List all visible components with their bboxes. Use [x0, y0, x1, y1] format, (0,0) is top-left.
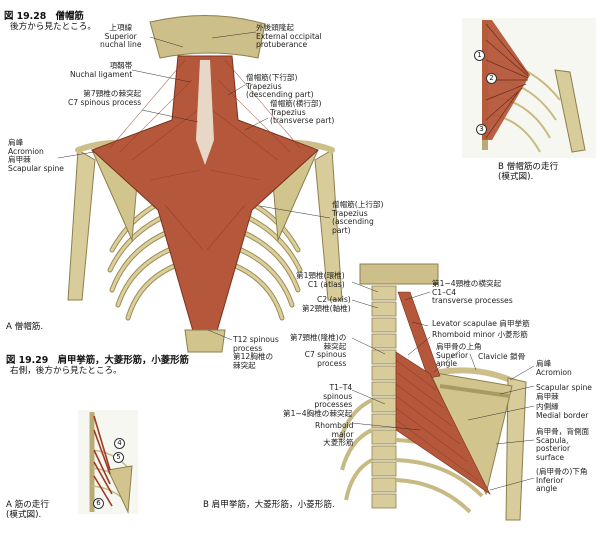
label-c7-spinous-28: 第7頸椎の棘突起 C7 spinous process [68, 89, 142, 107]
label-scapular-spine: Scapular spine 肩甲棘 [536, 383, 592, 401]
label-superior-nuchal-line: 上項線 Superior nuchal line [100, 23, 142, 50]
left-humerus [67, 149, 96, 301]
fig29-title: 図 19.29 肩甲挙筋，大菱形筋，小菱形筋 [6, 355, 189, 366]
fig28-title: 図 19.28 僧帽筋 [4, 11, 84, 22]
label-c1-atlas: 第1頸椎(環椎) C1 (atlas) [296, 271, 345, 289]
marker-4: 4 [114, 438, 125, 449]
nuchal-aponeurosis [196, 60, 214, 165]
marker-5: 5 [113, 452, 124, 463]
label-inferior-angle: (肩甲骨の)下角 Inferior angle [536, 467, 588, 494]
label-scapula-posterior-surface: 肩甲骨，背側面 Scapula, posterior surface [536, 427, 590, 462]
label-clavicle: Clavicle 鎖骨 [478, 352, 526, 361]
label-levator-scapulae: Levator scapulae 肩甲挙筋 [432, 319, 530, 328]
label-acromion-28: 肩峰 Acromion 肩甲棘 Scapular spine [8, 138, 64, 173]
label-c1c4-transverse: 第1~4頸椎の横突起 C1–C4 transverse processes [432, 279, 513, 306]
label-trapezius-ascending: 僧帽筋(上行部) Trapezius (ascending part) [332, 200, 384, 235]
fig28-panel-a-caption: A 僧帽筋. [6, 322, 44, 332]
fig29-panel-b-caption: B 肩甲挙筋，大菱形筋，小菱形筋. [203, 500, 335, 510]
fig28-panel-b-caption: B 僧帽筋の走行 (模式図). [498, 162, 559, 182]
label-nuchal-ligament: 項靱帯 Nuchal ligament [70, 61, 133, 79]
label-c7-spinous-29: 第7頸椎(隆椎)の 棘突起 C7 spinous process [290, 333, 347, 368]
right-humerus [314, 149, 343, 301]
label-t12-spinous: T12 spinous process 第12胸椎の 棘突起 [233, 335, 279, 370]
label-superior-angle: 肩甲骨の上角 Superior angle [436, 342, 482, 369]
label-external-occipital-protuberance: 外後頭隆起 External occipital protuberance [256, 23, 322, 50]
label-c2-axis: C2 (axis) 第2頸椎(軸椎) [302, 295, 351, 313]
label-acromion-29: 肩峰 Acromion [536, 359, 572, 377]
marker-6: 6 [93, 498, 104, 509]
fig29-subtitle: 右側，後方から見たところ。 [10, 366, 122, 376]
lumbar-vertebra [184, 329, 226, 353]
label-medial-border: 内側縁 Medial border [536, 402, 589, 420]
label-rhomboid-major: Rhomboid major 大菱形筋 [315, 421, 354, 448]
fig28-subtitle: 後方から見たところ。 [10, 22, 96, 32]
marker-1: 1 [474, 50, 485, 61]
marker-2: 2 [486, 73, 497, 84]
label-rhomboid-minor: Rhomboid minor 小菱形筋 [432, 330, 528, 339]
marker-3: 3 [476, 124, 487, 135]
fig29-panel-a-caption: A 筋の走行 (模式図). [6, 500, 49, 520]
label-t1t4-spinous: T1–T4 spinous processes 第1~4胸椎の棘突起 [283, 383, 353, 418]
label-trapezius-descending: 僧帽筋(下行部) Trapezius (descending part) [246, 73, 314, 100]
skull-base [149, 14, 266, 59]
label-trapezius-transverse: 僧帽筋(横行部) Trapezius (transverse part) [270, 99, 335, 126]
